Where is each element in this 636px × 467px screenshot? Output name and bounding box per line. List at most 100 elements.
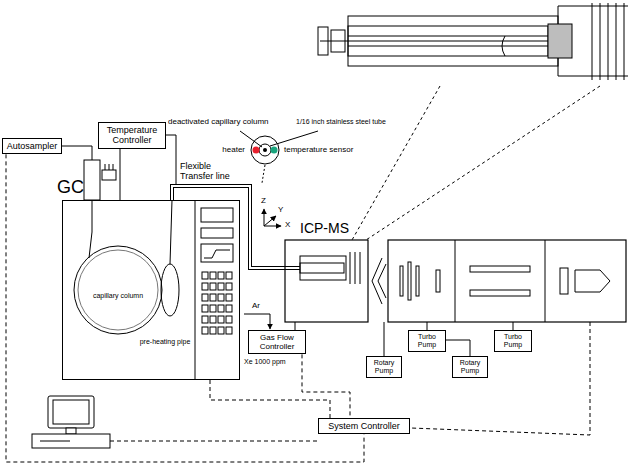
controller-box: Gas Flow Controller — [248, 330, 306, 354]
key — [202, 283, 208, 290]
box-text: Turbo Pump — [497, 333, 529, 349]
quadrupole-rod — [470, 266, 530, 272]
x-axis — [264, 226, 281, 227]
key — [226, 294, 232, 301]
box-text: Rotary Pump — [369, 359, 399, 375]
autosampler-tower — [84, 160, 100, 200]
part-label: heater — [222, 145, 245, 154]
instrument-housing: GC — [62, 200, 240, 380]
display — [201, 244, 233, 262]
key — [218, 283, 224, 290]
monitor — [48, 396, 94, 428]
key — [218, 294, 224, 301]
part-label: temperature sensor — [284, 145, 353, 154]
load-coil — [350, 252, 360, 284]
box-text: Turbo Pump — [411, 333, 443, 349]
ion-lens — [400, 266, 403, 296]
signal-line — [110, 441, 318, 442]
key — [226, 316, 232, 323]
monitor-stand — [66, 428, 76, 434]
quadrupole-rod — [470, 290, 530, 296]
instrument-housing: ICP-MS — [283, 240, 628, 322]
transfer-line-core — [172, 186, 300, 268]
controller-box: Temperature Controller — [98, 122, 166, 149]
key — [218, 305, 224, 312]
torch-inset — [318, 3, 628, 80]
box-text: Temperature Controller — [101, 125, 163, 146]
pump-box: Rotary Pump — [452, 356, 488, 378]
key — [202, 294, 208, 301]
partition — [455, 240, 456, 322]
pump-box: Turbo Pump — [494, 330, 532, 352]
y-axis — [264, 216, 276, 226]
torch-inner — [300, 263, 344, 273]
controller-box: System Controller — [318, 418, 410, 434]
part-label: pre-heating pipe — [140, 338, 191, 346]
box-text: Autosampler — [5, 141, 59, 151]
leader-line — [270, 131, 318, 146]
part-label: capillary column — [93, 292, 143, 300]
connection-line — [384, 322, 385, 356]
line-section — [251, 136, 279, 164]
key — [218, 327, 224, 334]
transfer-line — [172, 186, 300, 268]
key — [210, 272, 216, 279]
part-label: Xe 1000 ppm — [244, 358, 286, 366]
display — [201, 208, 233, 222]
keypad — [202, 272, 232, 334]
part-label: 1/16 inch stainless steel tube — [296, 118, 386, 126]
connection-line — [446, 340, 470, 356]
key — [210, 327, 216, 334]
load-coil — [592, 3, 624, 80]
ion-lens — [436, 270, 440, 292]
connection-line — [295, 322, 296, 330]
key — [210, 294, 216, 301]
heater-wire — [166, 135, 176, 184]
gas-line — [244, 314, 270, 329]
key — [226, 272, 232, 279]
ion-lens — [416, 266, 419, 296]
key — [218, 272, 224, 279]
key — [210, 283, 216, 290]
icp-ms-housing — [285, 240, 626, 322]
magnification-line — [366, 86, 600, 240]
z-axis — [264, 209, 265, 226]
display — [201, 228, 233, 238]
key — [226, 327, 232, 334]
column-inlet — [89, 200, 92, 258]
ms-box — [388, 240, 626, 322]
device-label-box: Autosampler — [2, 138, 62, 154]
ion-lens — [408, 262, 411, 300]
computer-base — [32, 434, 110, 448]
screen — [53, 400, 89, 424]
key — [226, 305, 232, 312]
connection-line — [427, 322, 428, 330]
computer — [32, 396, 110, 448]
signal-line — [6, 154, 364, 462]
key — [202, 327, 208, 334]
connection-line — [120, 149, 121, 200]
panel-edge — [195, 200, 196, 380]
pre-heating-pipe — [161, 264, 179, 316]
box-text: System Controller — [321, 421, 407, 431]
temperature-program — [204, 250, 230, 258]
drive-slot — [40, 441, 70, 442]
capillary-column-coil — [78, 250, 158, 330]
signal-line — [210, 380, 330, 418]
torch — [300, 256, 346, 280]
magnification-line — [352, 86, 440, 240]
capillary-line — [320, 41, 548, 42]
partition — [545, 240, 546, 322]
signal-line — [302, 354, 350, 418]
magnification-line — [262, 165, 265, 183]
capillary-section — [263, 148, 267, 152]
sensor-dot — [271, 147, 278, 154]
column-outlet — [170, 200, 172, 264]
torch-tube — [558, 6, 628, 76]
pump-box: Turbo Pump — [408, 330, 446, 352]
key — [210, 316, 216, 323]
key — [202, 316, 208, 323]
torch-tip — [548, 24, 572, 58]
key — [218, 316, 224, 323]
